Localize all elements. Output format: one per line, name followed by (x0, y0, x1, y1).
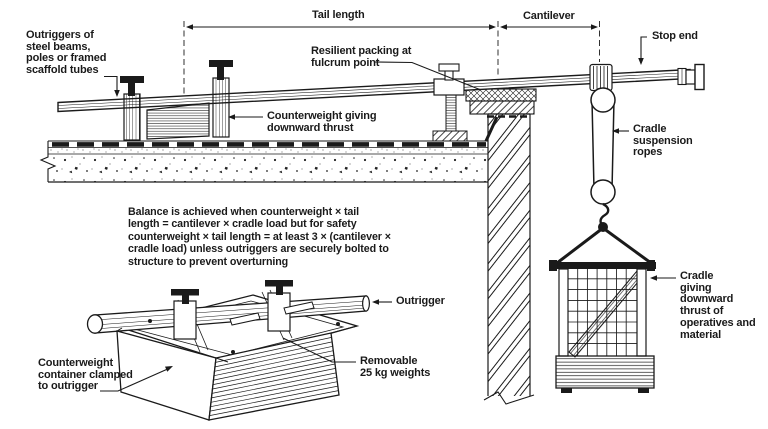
fulcrum-packing (465, 88, 537, 115)
right-clamp-post (212, 77, 230, 138)
balance-note: Balance is achieved when counterweight ×… (128, 206, 391, 268)
resilient-packing-block (465, 88, 537, 102)
label-removable-weights: Removable 25 kg weights (360, 355, 431, 379)
cradle-left-post (558, 268, 569, 357)
counterweight-assembly (120, 60, 233, 141)
slab-break-symbol (39, 141, 57, 182)
fulcrum-prop (432, 63, 468, 142)
label-outriggers: Outriggers of steel beams, poles or fram… (26, 29, 107, 77)
threaded-stem (445, 94, 457, 132)
rope-thimble-bottom (590, 179, 616, 205)
stop-end-cap (677, 63, 705, 91)
label-tail-length: Tail length (312, 9, 365, 21)
suspension-rope (590, 87, 616, 205)
label-outrigger: Outrigger (396, 295, 445, 307)
cradle-diagonal-brace (568, 270, 644, 358)
prop-base-pad (432, 130, 468, 142)
counterweight-box (146, 102, 210, 140)
weight-handle-slot (229, 312, 261, 326)
label-counterweight-thrust: Counterweight giving downward thrust (267, 110, 377, 134)
left-clamp-post (123, 93, 141, 141)
weight-handle-slot (283, 301, 315, 315)
label-stop-end: Stop end (652, 30, 698, 42)
hook-and-sling (556, 202, 652, 265)
wall (483, 113, 535, 409)
sling-legs (556, 226, 652, 265)
leader-stop-end (640, 36, 647, 59)
leader-outriggers (104, 75, 118, 91)
cradle-base-box (555, 355, 655, 389)
cradle-top-bar (552, 262, 656, 269)
tube-clamp-a (173, 300, 197, 340)
dimension-lines (183, 21, 600, 94)
leader-removable-weights (282, 337, 356, 363)
weight-stack-stripes (209, 337, 339, 416)
counterweight-container-3d (86, 280, 371, 421)
roof-slab (39, 140, 488, 183)
cradle (549, 260, 656, 393)
label-cantilever: Cantilever (523, 10, 575, 22)
label-cradle-ropes: Cradle suspension ropes (633, 123, 693, 159)
leader-container (100, 368, 167, 392)
cradle-right-post (636, 268, 647, 357)
roof-flashing (484, 116, 499, 142)
label-counterweight-container: Counterweight container clamped to outri… (38, 357, 133, 393)
label-resilient-packing: Resilient packing at fulcrum point (311, 45, 412, 69)
rope-lashing (589, 63, 613, 92)
rope-thimble-top (590, 87, 616, 113)
timber-bearer (469, 100, 535, 115)
label-cradle-thrust: Cradle giving downward thrust of operati… (680, 270, 756, 341)
prop-tbolt (438, 63, 460, 72)
leader-lines (100, 36, 676, 392)
leader-resilient-packing (373, 61, 482, 91)
wall-break-symbol (483, 391, 535, 405)
